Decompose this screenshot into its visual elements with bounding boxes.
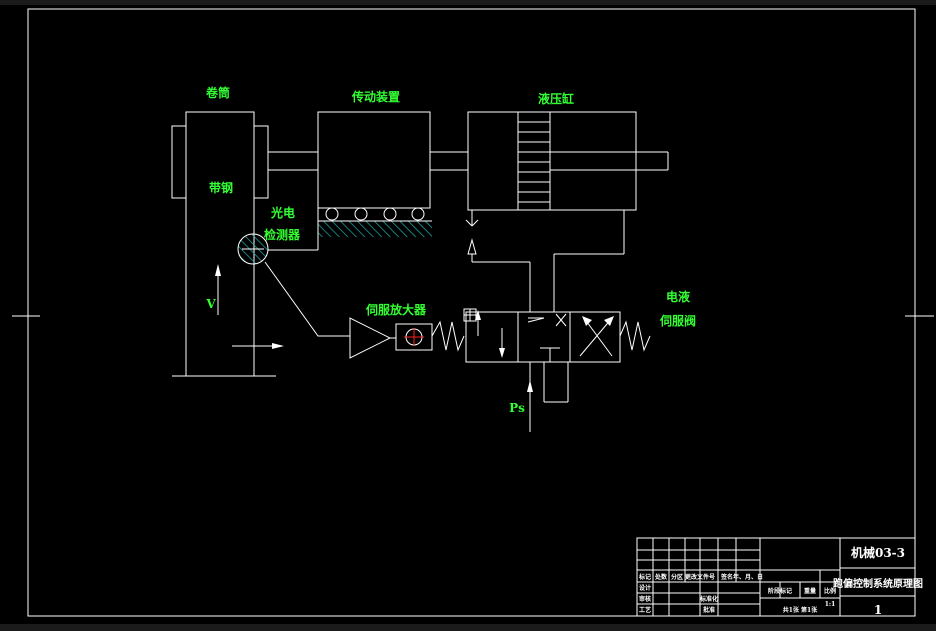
label-photo-line1: 光电 bbox=[270, 205, 295, 220]
std-label: 标准化 bbox=[699, 595, 718, 603]
col-label-count: 处数 bbox=[654, 573, 668, 581]
servo-amplifier bbox=[349, 317, 433, 359]
row-label-process: 工艺 bbox=[639, 606, 651, 614]
label-pressure: Ps bbox=[509, 401, 525, 415]
label-velocity: V bbox=[205, 297, 216, 311]
col-label-change-doc: 更改文件号 bbox=[685, 573, 715, 581]
label-servo-amp: 伺服放大器 bbox=[365, 302, 427, 317]
transmission-device bbox=[317, 111, 432, 250]
col-label-zone: 分区 bbox=[671, 573, 683, 581]
photo-detector bbox=[237, 233, 350, 337]
label-cylinder: 液压缸 bbox=[538, 91, 574, 106]
bottom-status-strip bbox=[0, 624, 936, 631]
drawing-title: 跑偏控制系统原理图 bbox=[833, 577, 923, 590]
top-toolbar-strip bbox=[0, 0, 936, 5]
row-label-design: 设计 bbox=[639, 584, 651, 592]
approve-label: 批准 bbox=[703, 606, 715, 614]
label-photo-line2: 检测器 bbox=[264, 227, 301, 242]
stage-label-scale: 比例 bbox=[824, 587, 836, 595]
col-label-date: 年、月、日 bbox=[733, 573, 763, 581]
label-strip: 带钢 bbox=[209, 180, 233, 195]
title-block: 机械03-3 跑偏控制系统原理图 1 标记 设计 审核 工艺 处数 分区 更改文… bbox=[636, 537, 923, 617]
row-label-mark: 标记 bbox=[638, 573, 651, 581]
sheet-number: 1 bbox=[874, 603, 882, 617]
rail-hatch bbox=[318, 221, 432, 237]
label-reel: 卷筒 bbox=[205, 85, 230, 100]
servo-valve bbox=[431, 308, 651, 363]
scale-value: 1:1 bbox=[825, 601, 836, 608]
sheet-info: 共1张 第1张 bbox=[783, 606, 818, 614]
label-valve-line1: 电液 bbox=[666, 289, 690, 304]
col-label-signature: 签名 bbox=[720, 573, 733, 581]
label-valve-line2: 伺服阀 bbox=[659, 313, 696, 328]
stage-label-weight: 重量 bbox=[804, 587, 816, 595]
row-label-review: 审核 bbox=[639, 595, 651, 603]
label-transmission: 传动装置 bbox=[351, 89, 400, 104]
drawing-border bbox=[27, 8, 916, 617]
drawing-number: 机械03-3 bbox=[851, 545, 905, 560]
hydraulic-cylinder bbox=[467, 111, 669, 211]
hydraulic-lines bbox=[465, 210, 625, 432]
stage-label-mark: 阶段标记 bbox=[768, 587, 792, 595]
